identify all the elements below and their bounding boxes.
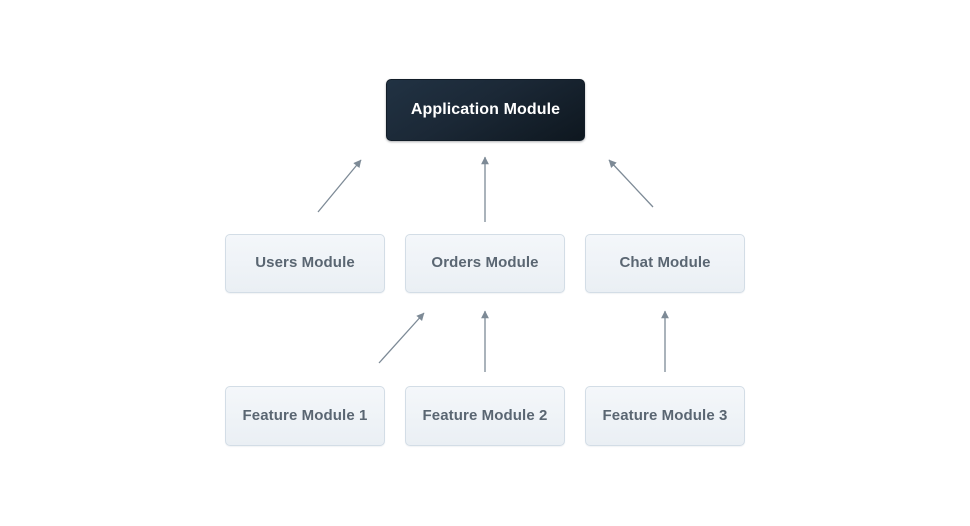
node-feature-module-3[interactable]: Feature Module 3 xyxy=(585,386,745,446)
node-feature-module-1-label: Feature Module 1 xyxy=(242,406,368,424)
node-application-module[interactable]: Application Module xyxy=(386,79,585,141)
edge-feature1-to-users xyxy=(378,312,425,364)
node-feature-module-3-label: Feature Module 3 xyxy=(602,406,728,424)
node-feature-module-2[interactable]: Feature Module 2 xyxy=(405,386,565,446)
node-users-module-label: Users Module xyxy=(255,254,355,272)
node-orders-module[interactable]: Orders Module xyxy=(405,234,565,293)
node-feature-module-2-label: Feature Module 2 xyxy=(422,406,548,424)
node-chat-module[interactable]: Chat Module xyxy=(585,234,745,293)
edge-chat-to-application xyxy=(608,159,654,208)
node-application-module-label: Application Module xyxy=(410,101,561,119)
edge-users-to-application xyxy=(317,159,362,213)
node-users-module[interactable]: Users Module xyxy=(225,234,385,293)
node-feature-module-1[interactable]: Feature Module 1 xyxy=(225,386,385,446)
node-orders-module-label: Orders Module xyxy=(431,254,539,272)
node-chat-module-label: Chat Module xyxy=(619,254,711,272)
